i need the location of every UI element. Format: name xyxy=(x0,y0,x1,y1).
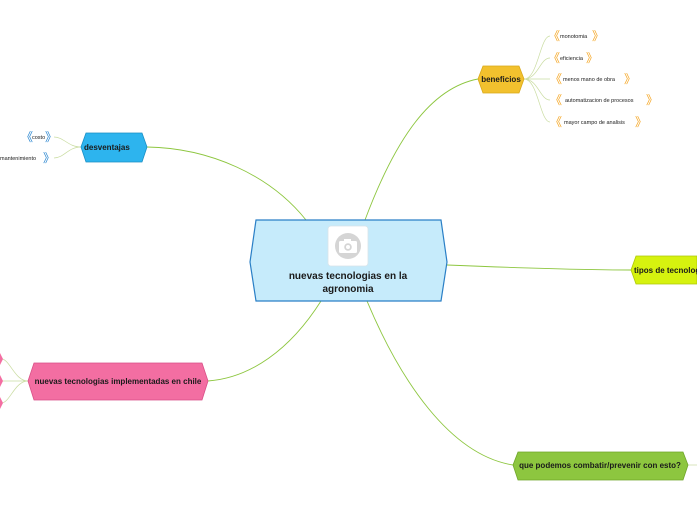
bracket-left-icon: 《 xyxy=(548,29,560,43)
chile-node[interactable]: nuevas tecnologias implementadas en chil… xyxy=(27,362,209,401)
beneficios-item-label: automatizacion de procesos xyxy=(565,98,634,104)
bracket-right-icon: 》 xyxy=(45,130,57,144)
central-title-line2: agronomia xyxy=(322,284,374,295)
desventajas-node[interactable]: desventajas xyxy=(80,132,148,163)
chile-children-stubs xyxy=(0,353,3,409)
chile-sub-connectors xyxy=(1,358,29,404)
desventajas-sub-connectors xyxy=(53,136,82,159)
beneficios-item-label: menos mano de obra xyxy=(563,77,616,83)
beneficios-item-2[interactable]: 《 eficiencia 》 xyxy=(548,51,598,65)
beneficios-item-1[interactable]: 《 monotomia 》 xyxy=(548,29,604,43)
combatir-label: que podemos combatir/prevenir con esto? xyxy=(519,461,681,470)
desventajas-label: desventajas xyxy=(84,143,130,152)
beneficios-sub-connectors xyxy=(523,35,551,123)
desventajas-item-label: mantenimiento xyxy=(0,156,36,162)
connector-desventajas xyxy=(146,146,307,221)
bracket-right-icon: 》 xyxy=(635,115,647,129)
connector-chile xyxy=(207,300,322,382)
beneficios-item-label: monotomia xyxy=(560,34,588,40)
beneficios-item-3[interactable]: 《 menos mano de obra 》 xyxy=(550,72,636,86)
tipos-node[interactable]: tipos de tecnologias xyxy=(630,255,697,285)
combatir-node[interactable]: que podemos combatir/prevenir con esto? xyxy=(512,451,689,481)
beneficios-item-label: eficiencia xyxy=(560,56,584,62)
desventajas-item-label: costo xyxy=(32,135,45,141)
bracket-right-icon: 》 xyxy=(592,29,604,43)
tipos-label: tipos de tecnologias xyxy=(634,266,697,275)
beneficios-node[interactable]: beneficios xyxy=(477,65,525,94)
beneficios-item-4[interactable]: 《 automatizacion de procesos 》 xyxy=(550,93,658,107)
beneficios-label: beneficios xyxy=(481,75,521,84)
main-connectors xyxy=(146,78,632,466)
bracket-right-icon: 》 xyxy=(586,51,598,65)
chile-child-1[interactable] xyxy=(0,353,3,365)
central-node[interactable]: nuevas tecnologias en la agronomia xyxy=(249,219,448,302)
chile-label: nuevas tecnologias implementadas en chil… xyxy=(35,377,202,386)
chile-child-3[interactable] xyxy=(0,397,3,409)
bracket-left-icon: 《 xyxy=(21,130,33,144)
bracket-right-icon: 》 xyxy=(646,93,658,107)
connector-combatir xyxy=(366,300,514,466)
beneficios-item-label: mayor campo de analisis xyxy=(564,120,625,126)
beneficios-item-5[interactable]: 《 mayor campo de analisis 》 xyxy=(550,115,647,129)
bracket-left-icon: 《 xyxy=(548,51,560,65)
camera-icon xyxy=(327,225,369,267)
connector-beneficios xyxy=(364,78,479,221)
central-title-line1: nuevas tecnologias en la xyxy=(289,271,408,282)
desventajas-item-1[interactable]: 《 costo 》 xyxy=(21,130,57,144)
bracket-left-icon: 《 xyxy=(550,115,562,129)
chile-child-2[interactable] xyxy=(0,375,3,387)
bracket-left-icon: 《 xyxy=(550,72,562,86)
bracket-right-icon: 》 xyxy=(43,151,55,165)
bracket-right-icon: 》 xyxy=(624,72,636,86)
desventajas-item-2[interactable]: mantenimiento 》 xyxy=(0,151,55,165)
connector-tipos xyxy=(446,264,632,271)
bracket-left-icon: 《 xyxy=(550,93,562,107)
